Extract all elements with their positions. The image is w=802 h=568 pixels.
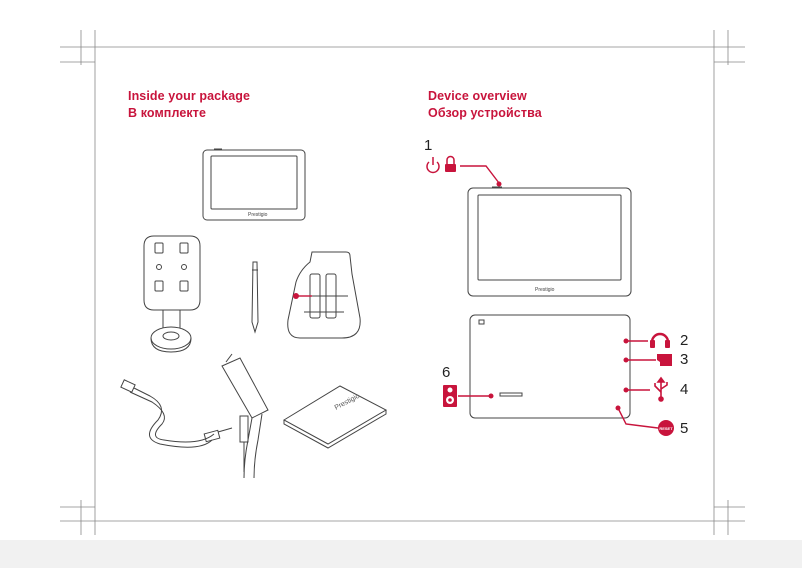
power-icon — [426, 157, 440, 174]
package-title-ru: В комплекте — [128, 106, 207, 120]
package-heading: Inside your package В комплекте — [128, 88, 250, 122]
headphones-icon — [650, 332, 670, 348]
callout-4-number: 4 — [680, 381, 689, 398]
suction-mount-icon — [143, 235, 201, 353]
device-front-view — [467, 186, 632, 297]
callout-2-number: 2 — [680, 332, 689, 349]
navigator-device-icon — [202, 148, 306, 221]
reset-badge-label: RESET — [659, 426, 673, 431]
bottom-band — [0, 540, 802, 568]
callout-1-number: 1 — [424, 137, 433, 154]
callout-6-number: 6 — [442, 364, 451, 381]
package-device-brand: Prestigio — [248, 212, 268, 218]
usb-icon — [654, 376, 668, 402]
callout-3 — [623, 354, 672, 366]
reset-button-icon: RESET — [658, 420, 674, 436]
car-charger-icon — [221, 353, 269, 479]
callout-2 — [623, 332, 670, 348]
callout-3-number: 3 — [680, 351, 689, 368]
callout-5: RESET — [615, 405, 674, 436]
stylus-icon — [251, 261, 259, 334]
device-back-view — [469, 314, 631, 419]
callout-1 — [426, 155, 502, 187]
package-title-en: Inside your package — [128, 89, 251, 103]
overview-title-ru: Обзор устройства — [428, 106, 542, 120]
speaker-icon — [443, 385, 457, 407]
callout-4 — [623, 376, 668, 402]
microsd-card-icon — [657, 354, 672, 366]
usb-cable-icon — [120, 379, 233, 448]
overview-device-brand: Prestigio — [535, 287, 555, 293]
overview-heading: Device overview Обзор устройства — [428, 88, 542, 122]
lock-icon — [445, 155, 456, 172]
callout-5-number: 5 — [680, 420, 689, 437]
overview-title-en: Device overview — [428, 89, 527, 103]
manual-booklet-icon — [282, 385, 388, 449]
callout-6 — [443, 385, 494, 407]
